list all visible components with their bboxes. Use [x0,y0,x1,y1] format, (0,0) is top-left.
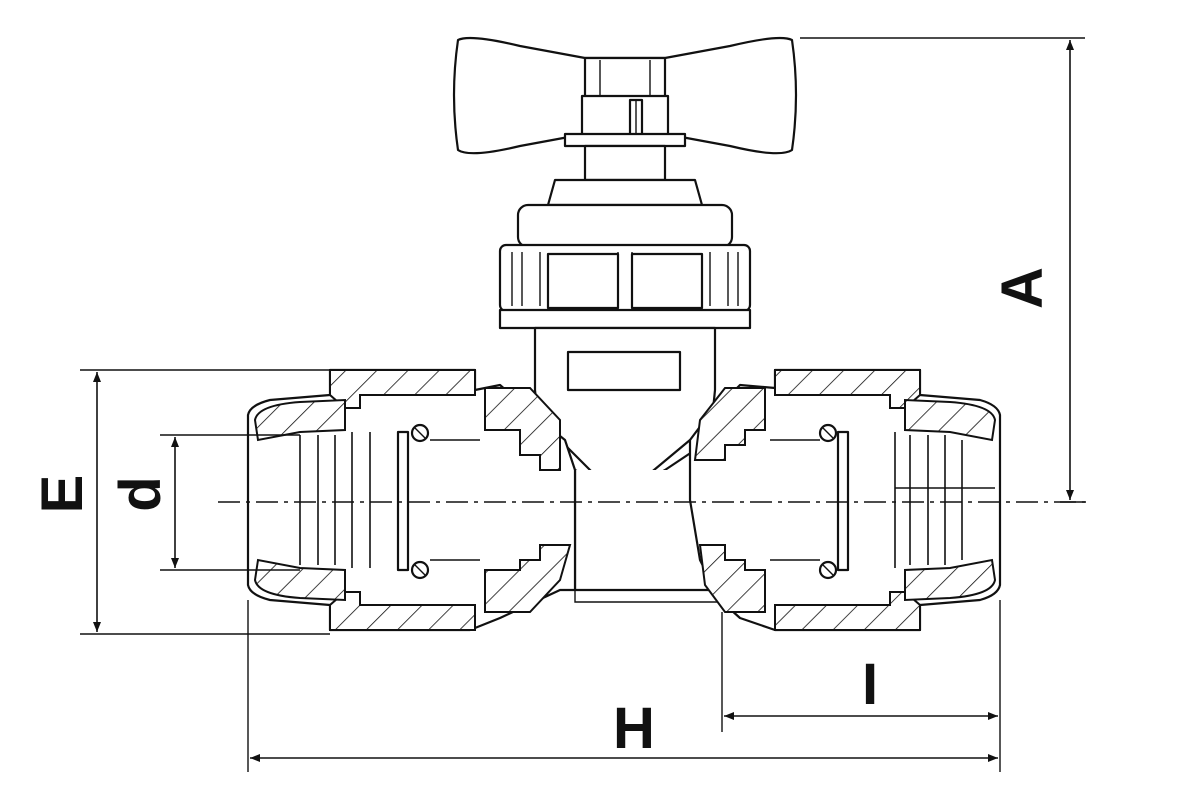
bonnet-nut [498,178,752,330]
dimension-label-d: d [108,476,173,511]
right-compression-connector [688,368,1002,632]
dimension-label-A: A [990,267,1055,309]
dimension-H: H [247,600,1001,772]
dimension-I: I [721,612,998,732]
dimension-label-H: H [613,696,655,761]
left-compression-connector [246,368,577,632]
dimension-label-I: I [862,652,878,717]
dimension-E: E [30,369,330,635]
dimension-d: d [108,434,300,571]
dimension-label-E: E [30,475,95,514]
dimension-A: A [800,37,1085,503]
butterfly-handle [452,36,798,182]
valve-body [533,326,722,603]
